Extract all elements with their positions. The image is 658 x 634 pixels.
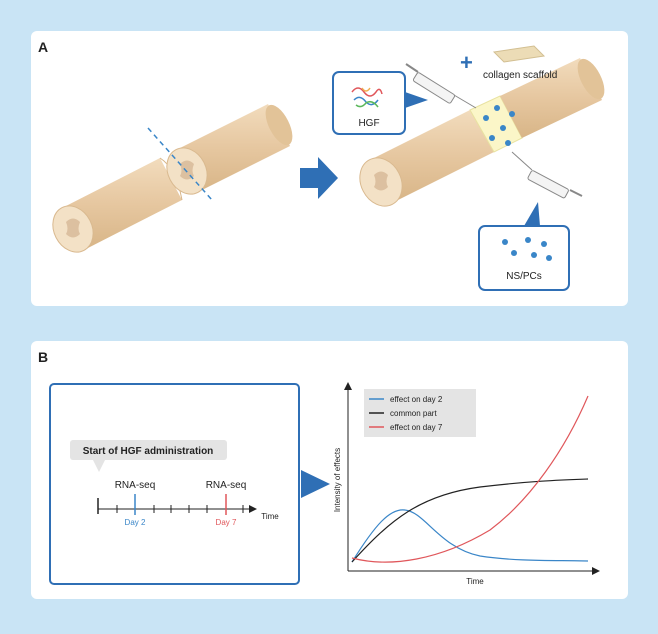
spinal-cord-repaired xyxy=(359,58,605,207)
curve-effect-day2 xyxy=(351,509,589,563)
curve-effect-day7 xyxy=(351,395,589,563)
chart-xlabel: Time xyxy=(466,577,484,586)
timeline-axis xyxy=(97,494,257,515)
cells-icon xyxy=(502,237,552,261)
scaffold-label: collagen scaffold xyxy=(483,70,557,81)
arrow-to-chart xyxy=(301,470,330,498)
spinal-cord-left xyxy=(52,157,183,253)
timeline-box xyxy=(49,383,300,585)
big-arrow-a xyxy=(300,157,338,199)
panel-b-label: B xyxy=(38,349,48,365)
start-label: Start of HGF administration xyxy=(83,446,214,457)
rnaseq-label-1: RNA-seq xyxy=(115,480,156,491)
collagen-scaffold-icon xyxy=(492,45,546,63)
legend-label-common: common part xyxy=(390,409,437,418)
scaffold-cells xyxy=(483,105,515,146)
day7-label: Day 7 xyxy=(216,518,237,527)
timeline-time-label: Time xyxy=(261,512,279,521)
legend-label-day2: effect on day 2 xyxy=(390,395,443,404)
start-callout xyxy=(70,440,227,460)
nspcs-label: NS/PCs xyxy=(506,271,542,282)
legend-label-day7: effect on day 7 xyxy=(390,423,443,432)
chart-ylabel: Intensity of effects xyxy=(333,448,342,512)
hgf-label: HGF xyxy=(358,118,379,129)
panel-a-label: A xyxy=(38,39,48,55)
effects-chart: Intensity of effects Time effect on day … xyxy=(333,382,600,586)
syringe-top-icon xyxy=(405,63,477,109)
nspcs-callout: NS/PCs xyxy=(478,202,570,291)
rnaseq-label-2: RNA-seq xyxy=(206,480,247,491)
hgf-callout: HGF xyxy=(332,71,428,135)
protein-icon xyxy=(351,87,383,108)
syringe-bottom-icon xyxy=(511,151,583,199)
plus-sign: + xyxy=(460,50,473,75)
day2-label: Day 2 xyxy=(125,518,146,527)
cut-line xyxy=(147,127,213,201)
curve-common-part xyxy=(351,478,589,563)
